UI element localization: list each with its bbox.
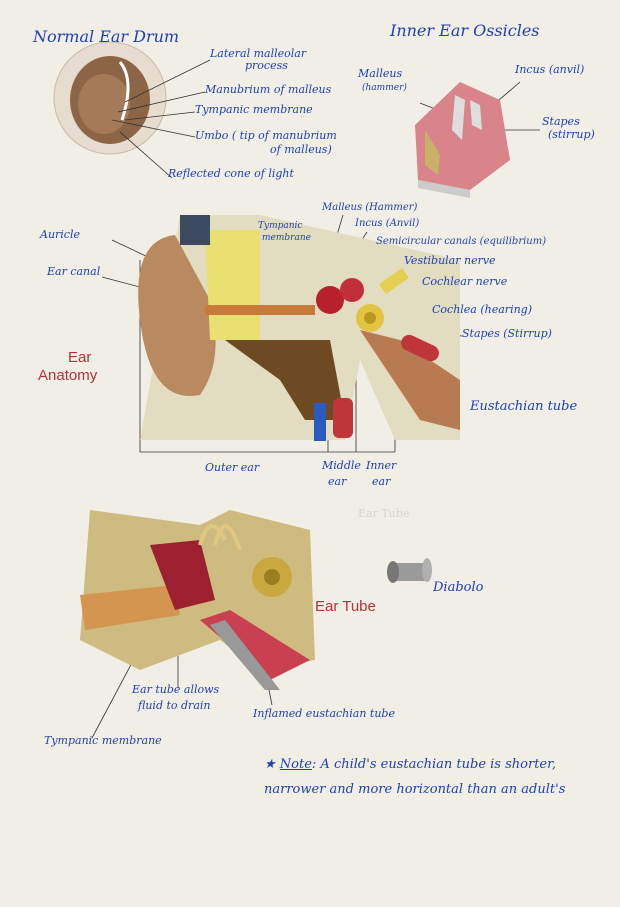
label-auricle: Auricle [40, 228, 80, 241]
label-tympanic-membrane-2: Tympanic membrane [44, 734, 162, 747]
label-middle: Middle [322, 459, 361, 472]
ossicles-title: Inner Ear Ossicles [390, 21, 540, 40]
label-outer-ear: Outer ear [205, 461, 260, 474]
note: ★ Note: A child's eustachian tube is sho… [264, 757, 566, 797]
label-umbo: Umbo ( tip of manubrium [195, 129, 337, 142]
ear-tube-illustration [80, 510, 315, 690]
label-stirrup: (stirrup) [548, 128, 595, 141]
diabolo-illustration [387, 558, 432, 583]
ear-anatomy-title-1: Ear [68, 349, 92, 366]
label-malleus-hammer: Malleus (Hammer) [322, 202, 418, 213]
label-middle-ear: ear [328, 475, 347, 488]
label-hammer: (hammer) [362, 83, 407, 93]
note-text: : A child's eustachian tube is shorter, … [264, 757, 566, 797]
label-cone-of-light: Reflected cone of light [168, 167, 294, 180]
label-malleus: Malleus [358, 67, 403, 80]
label-ear-tube-allows: Ear tube allows [132, 683, 220, 696]
label-manubrium: Manubrium of malleus [205, 83, 332, 96]
faint-ear-tube: Ear Tube [358, 507, 410, 520]
label-ear-canal: Ear canal [47, 265, 101, 278]
label-stapes-stirrup: Stapes (Stirrup) [462, 327, 552, 340]
label-tympanic-membrane: Tympanic membrane [195, 103, 313, 116]
label-membrane: membrane [262, 233, 311, 243]
label-inner-ear: ear [372, 475, 391, 488]
ear-drum-title: Normal Ear Drum [33, 27, 180, 46]
label-stapes: Stapes [542, 115, 580, 128]
label-tympanic: Tympanic [258, 221, 303, 231]
label-eustachian-tube: Eustachian tube [470, 399, 578, 414]
label-diabolo: Diabolo [433, 580, 484, 595]
label-vestibular-nerve: Vestibular nerve [404, 254, 496, 267]
label-inner: Inner [366, 459, 397, 472]
label-cochlea: Cochlea (hearing) [432, 303, 533, 316]
label-process: process [245, 59, 288, 72]
label-fluid-to-drain: fluid to drain [138, 699, 211, 712]
label-lateral-malleolar: Lateral malleolar [210, 47, 307, 60]
label-incus: Incus (anvil) [515, 63, 585, 76]
ear-anatomy-illustration [138, 215, 460, 441]
label-umbo-2: of malleus) [270, 143, 332, 156]
label-incus-anvil: Incus (Anvil) [355, 218, 420, 229]
note-label: Note [279, 757, 312, 772]
ear-tube-title: Ear Tube [315, 598, 376, 615]
ear-drum-illustration [53, 41, 167, 155]
label-inflamed-eustachian: Inflamed eustachian tube [253, 707, 395, 720]
ear-anatomy-title-2: Anatomy [38, 367, 98, 384]
label-cochlear-nerve: Cochlear nerve [422, 275, 508, 288]
label-semicircular-canals: Semicircular canals (equilibrium) [376, 236, 547, 247]
ossicles-illustration [415, 82, 510, 198]
